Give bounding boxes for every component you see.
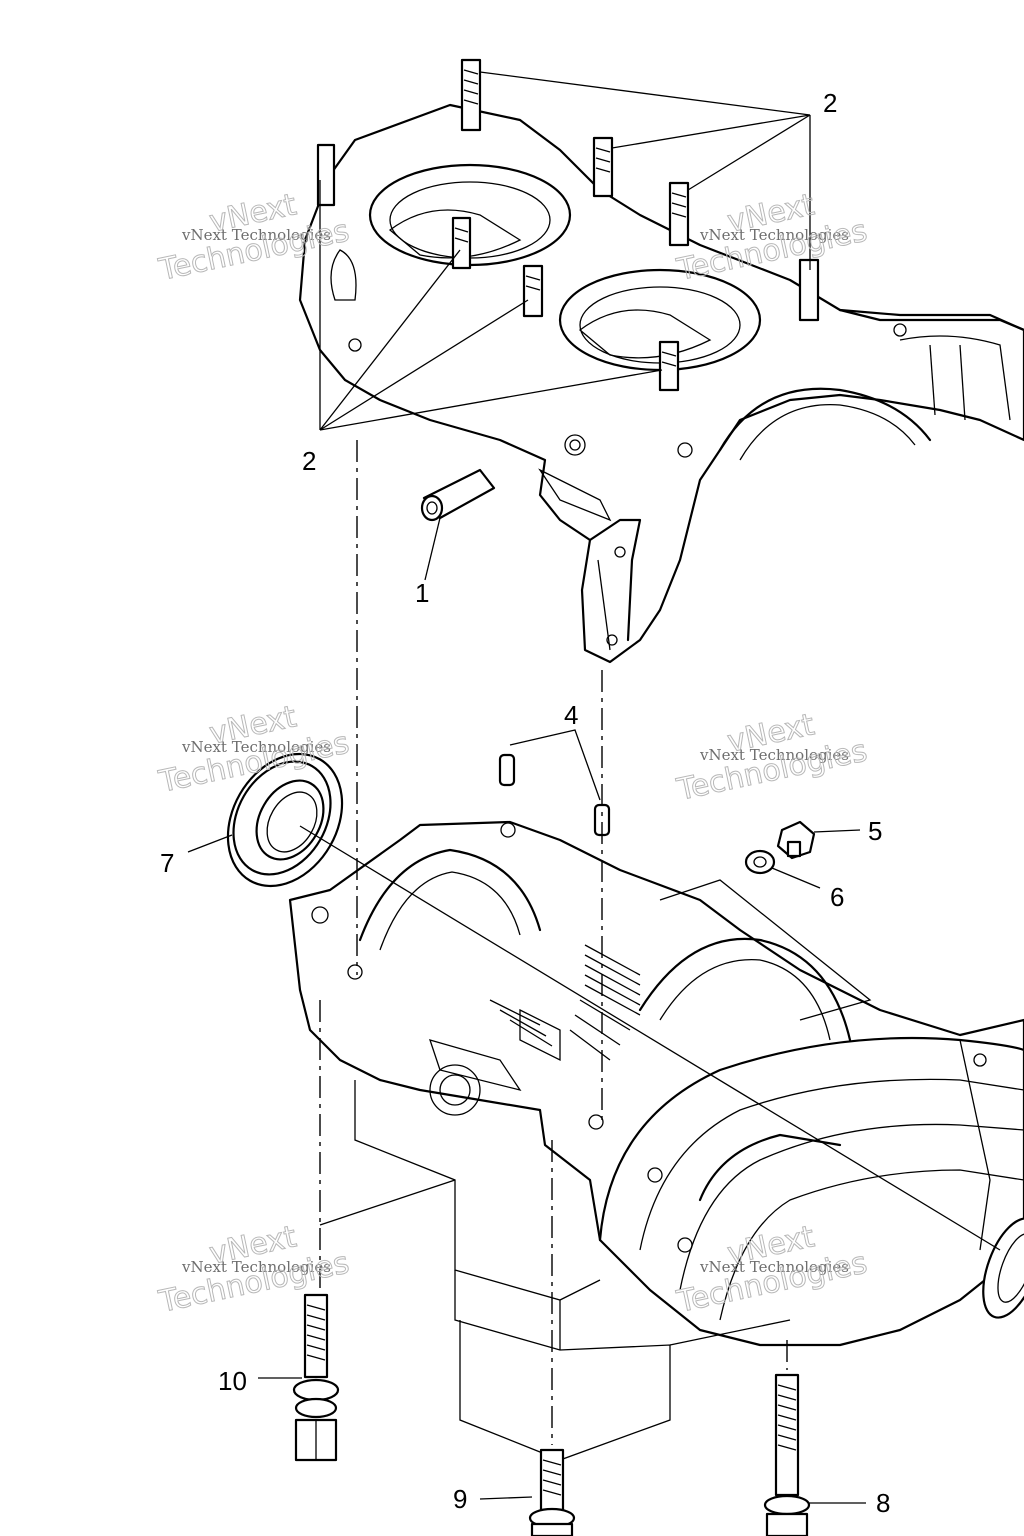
svg-text:vNext Technologies: vNext Technologies [699, 746, 849, 764]
oil-seal-left [187, 752, 344, 888]
drain-plug [776, 820, 861, 860]
bolt-10 [258, 1293, 340, 1462]
callout-8: 8 [876, 1488, 890, 1518]
bolt-8 [763, 1373, 866, 1536]
svg-text:vNext Technologies: vNext Technologies [699, 226, 849, 244]
callout-10: 10 [218, 1366, 247, 1396]
oil-seal-right [982, 1217, 1024, 1319]
svg-text:vNext Technologies: vNext Technologies [181, 1258, 331, 1276]
svg-text:vNext Technologies: vNext Technologies [181, 738, 331, 756]
callout-9: 9 [453, 1484, 467, 1514]
lower-crankcase [288, 820, 1024, 1461]
gear-teeth [489, 944, 641, 1061]
sealing-washer [744, 849, 821, 889]
callout-1: 1 [415, 578, 429, 608]
watermark-mid-right: vNext vNext Technologies Technologies [673, 707, 871, 809]
upper-crankcase [298, 58, 1024, 664]
callout-6: 6 [830, 882, 844, 912]
bolt-9 [479, 1448, 576, 1536]
dowel-sleeve [420, 468, 496, 522]
callout-5: 5 [868, 816, 882, 846]
callout-2-left: 2 [302, 446, 316, 476]
svg-text:vNext Technologies: vNext Technologies [699, 1258, 849, 1276]
callout-7: 7 [160, 848, 174, 878]
callout-4: 4 [564, 700, 578, 730]
crankcase-studs [316, 58, 820, 392]
svg-text:vNext Technologies: vNext Technologies [181, 226, 331, 244]
dowel-pins [498, 729, 611, 837]
alignment-lines [319, 440, 788, 1445]
leader-lines-studs [319, 71, 811, 581]
callout-2-top: 2 [823, 88, 837, 118]
callout-labels: 2 2 1 4 5 6 7 10 9 8 [160, 88, 890, 1518]
